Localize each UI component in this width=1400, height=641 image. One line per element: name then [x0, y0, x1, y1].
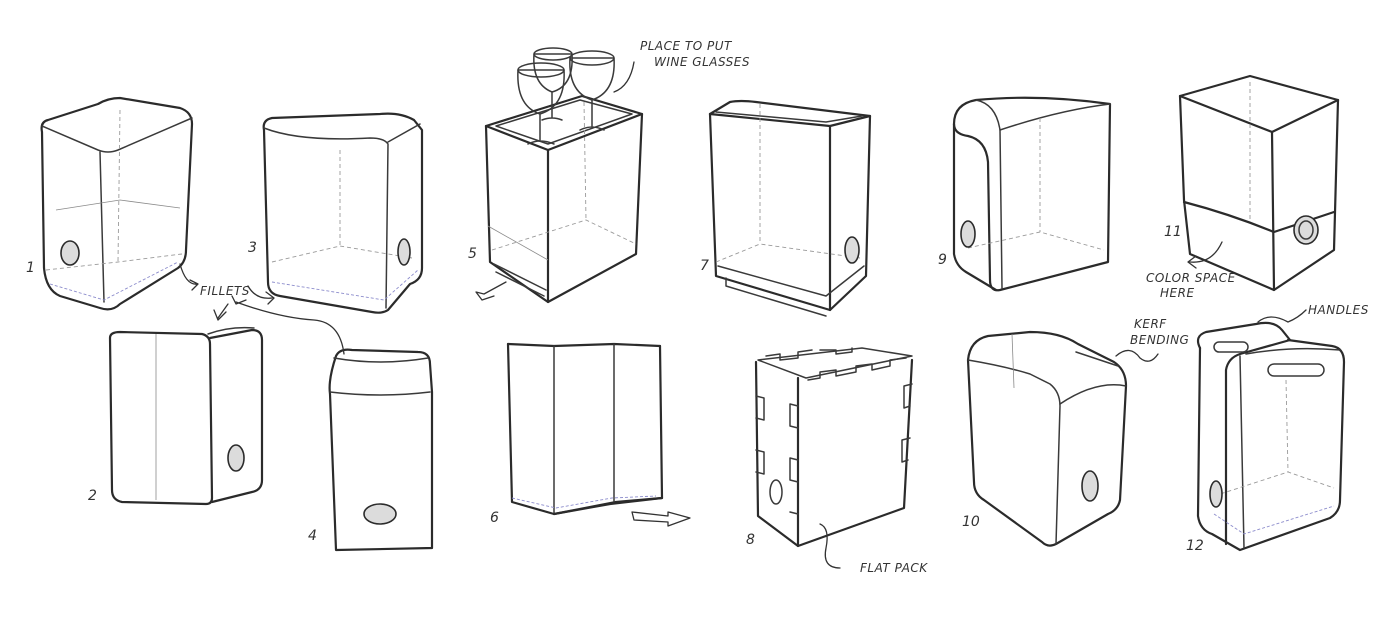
annotation-wine-glasses-line2: WINE GLASSES	[654, 55, 750, 69]
sketch-6-box	[506, 342, 691, 527]
annotation-handles: HANDLES	[1308, 303, 1369, 317]
sketch-8-box	[754, 347, 914, 569]
sketch-number-6: 6	[490, 510, 499, 526]
sketch-number-3: 3	[248, 240, 257, 256]
sketch-number-12: 12	[1186, 538, 1204, 554]
sketch-5-box	[475, 47, 644, 304]
annotation-color-space-line2: HERE	[1160, 286, 1195, 300]
sketch-number-8: 8	[746, 532, 755, 548]
annotation-kerf-line1: KERF	[1134, 317, 1167, 331]
sketch-1-box	[40, 96, 194, 311]
sketch-9-box	[952, 96, 1112, 292]
sketch-number-11: 11	[1164, 224, 1182, 240]
annotation-fillets: FILLETS	[200, 284, 250, 298]
sketch-number-7: 7	[700, 258, 709, 274]
sketch-12-box	[1196, 309, 1346, 552]
sketch-11-box	[1178, 74, 1340, 292]
sketch-number-1: 1	[26, 260, 35, 276]
annotation-color-space-line1: COLOR SPACE	[1146, 271, 1236, 285]
wine-glasses	[517, 47, 615, 145]
sketch-4-box	[328, 348, 434, 552]
sketch-number-5: 5	[468, 246, 477, 262]
sketch-number-2: 2	[88, 488, 97, 504]
sketch-3-box	[262, 112, 424, 314]
fillet-arrows	[179, 263, 345, 355]
sketch-number-9: 9	[938, 252, 947, 268]
sketch-number-4: 4	[308, 528, 317, 544]
sketch-7-box	[708, 99, 872, 317]
sketch-number-10: 10	[962, 514, 980, 530]
annotation-kerf-line2: BENDING	[1130, 333, 1189, 347]
sketch-10-box	[966, 330, 1159, 547]
sketch-2-box	[108, 326, 264, 506]
annotation-wine-glasses-line1: PLACE TO PUT	[640, 39, 733, 53]
annotation-flat-pack: FLAT PACK	[860, 561, 928, 575]
